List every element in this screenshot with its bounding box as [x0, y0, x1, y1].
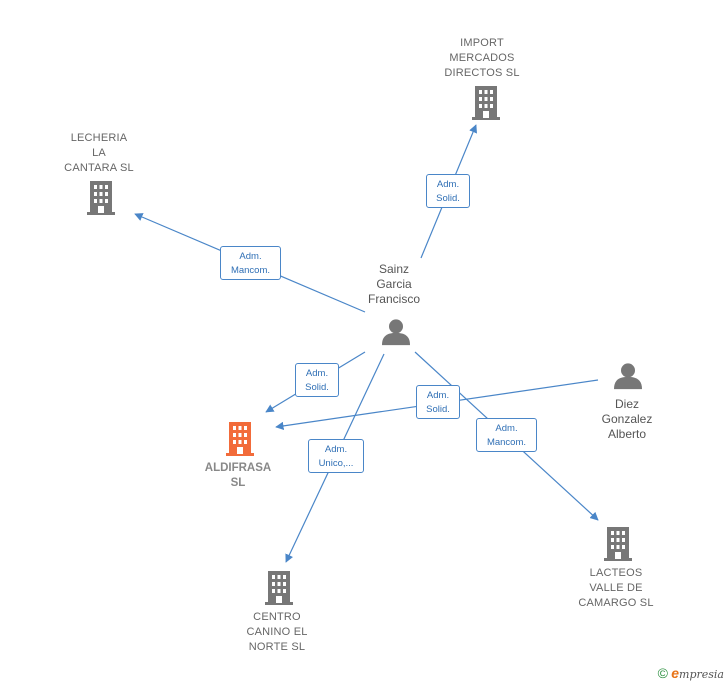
node-label-sainz[interactable]: Sainz Garcia Francisco — [367, 262, 420, 306]
edge-label-diez-aldifrasa[interactable]: Adm. Solid. — [416, 385, 460, 419]
node-label-aldifrasa[interactable]: ALDIFRASA SL — [204, 462, 272, 489]
building-icon[interactable] — [265, 571, 293, 605]
copyright-symbol: © — [657, 665, 668, 681]
brand-logo-initial: e — [671, 665, 680, 681]
person-icon[interactable] — [614, 363, 642, 390]
building-icon[interactable] — [472, 86, 500, 120]
node-label-lecheria[interactable]: LECHERIA LA CANTARA SL — [64, 132, 134, 174]
edge-label-sainz-lacteos[interactable]: Adm. Mancom. — [476, 418, 537, 452]
building-icon[interactable] — [87, 181, 115, 215]
node-label-import[interactable]: IMPORT MERCADOS DIRECTOS SL — [444, 37, 520, 79]
edge-label-sainz-centro[interactable]: Adm. Unico,... — [308, 439, 364, 473]
node-label-centro[interactable]: CENTRO CANINO EL NORTE SL — [246, 611, 308, 653]
person-icon[interactable] — [382, 319, 410, 346]
edge-label-sainz-aldifrasa[interactable]: Adm. Solid. — [295, 363, 339, 397]
node-label-lacteos[interactable]: LACTEOS VALLE DE CAMARGO SL — [578, 567, 654, 609]
footer-brand[interactable]: © empresia — [658, 665, 724, 681]
edge-label-sainz-lecheria[interactable]: Adm. Mancom. — [220, 246, 281, 280]
edge-label-sainz-import[interactable]: Adm. Solid. — [426, 174, 470, 208]
node-label-diez[interactable]: Diez Gonzalez Alberto — [601, 397, 653, 441]
building-icon[interactable] — [226, 422, 254, 456]
building-icon[interactable] — [604, 527, 632, 561]
brand-name: mpresia — [679, 668, 724, 681]
